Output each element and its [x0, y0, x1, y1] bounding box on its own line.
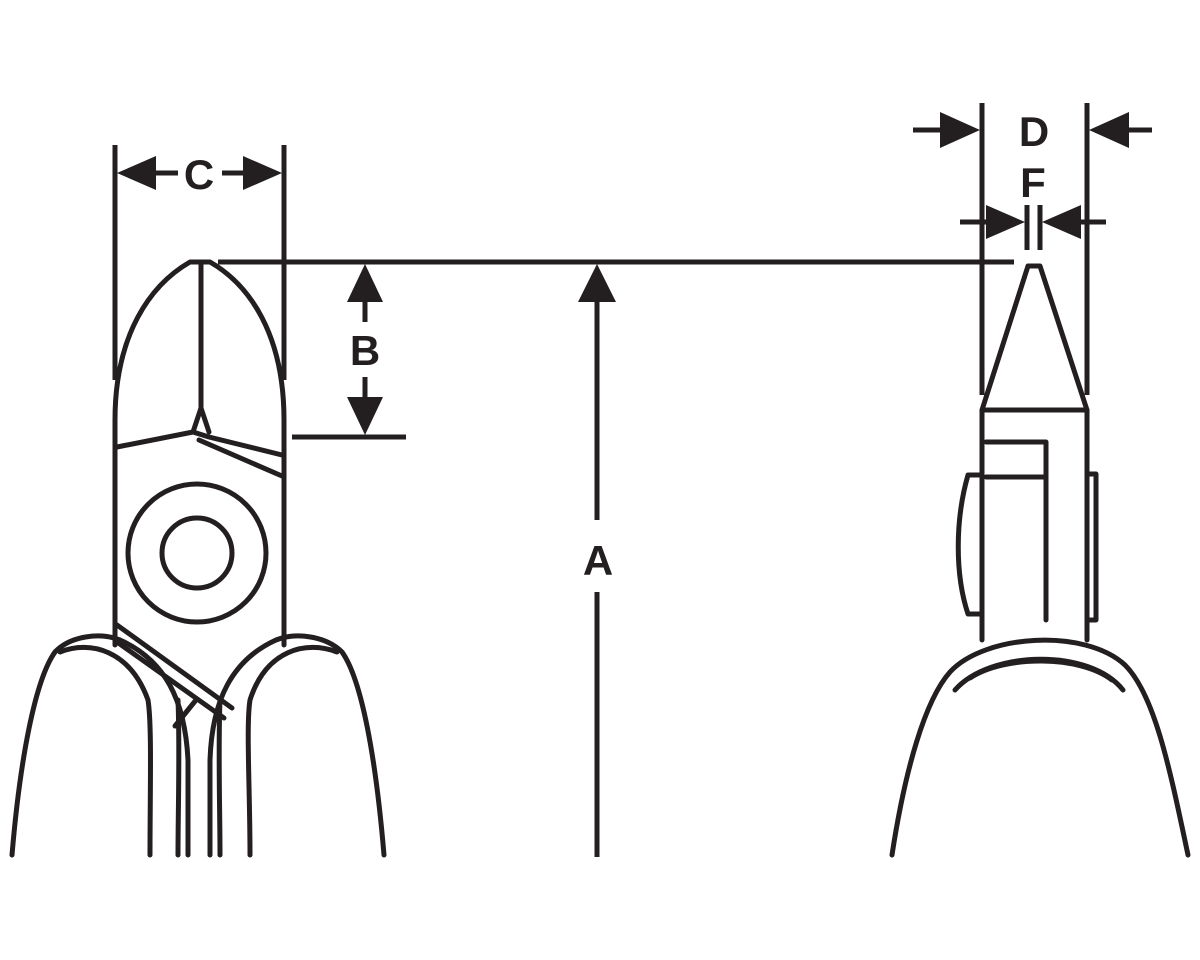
label-f: F	[1020, 159, 1046, 206]
f-arrow-right	[986, 205, 1025, 239]
label-b: B	[350, 327, 380, 374]
b-arrow-down	[347, 397, 383, 435]
c-arrow-right	[243, 156, 282, 190]
blade-split	[190, 405, 212, 435]
cutter-front-view	[9, 259, 387, 858]
right-handle-inner	[245, 644, 340, 858]
side-handle-outer	[889, 637, 1191, 858]
pivot-outer-ring	[125, 481, 269, 625]
arrowheads	[117, 112, 1129, 435]
cutter-side-view	[889, 263, 1191, 858]
a-arrow-up	[578, 264, 616, 302]
label-d: D	[1019, 108, 1049, 155]
right-handle-outer	[207, 633, 387, 858]
f-arrow-left	[1042, 205, 1081, 239]
left-handle-rib	[175, 697, 182, 858]
side-joint-body	[983, 439, 1049, 623]
pivot-inner-ring	[159, 515, 235, 591]
label-a: A	[583, 537, 613, 584]
d-arrow-right	[940, 112, 980, 148]
right-handle-rib	[216, 697, 223, 858]
d-arrow-left	[1089, 112, 1129, 148]
left-handle-outer	[9, 633, 191, 858]
neck-diagonal-outer	[114, 622, 235, 711]
b-arrow-up	[347, 264, 383, 302]
side-jaw-taper	[979, 263, 1090, 643]
side-handle-groove-inner	[967, 658, 1115, 683]
left-handle-inner	[57, 644, 153, 858]
jaw-bottom-edge	[114, 429, 285, 458]
side-right-plate	[1084, 471, 1099, 623]
label-c: C	[184, 151, 214, 198]
dimension-labels: C B A D F	[184, 108, 1049, 584]
dimension-lines	[112, 103, 1152, 857]
side-pivot-cap	[955, 472, 985, 617]
jaw-bevel	[196, 437, 285, 479]
neck-diagonal-inner	[114, 639, 227, 721]
c-arrow-left	[117, 156, 156, 190]
